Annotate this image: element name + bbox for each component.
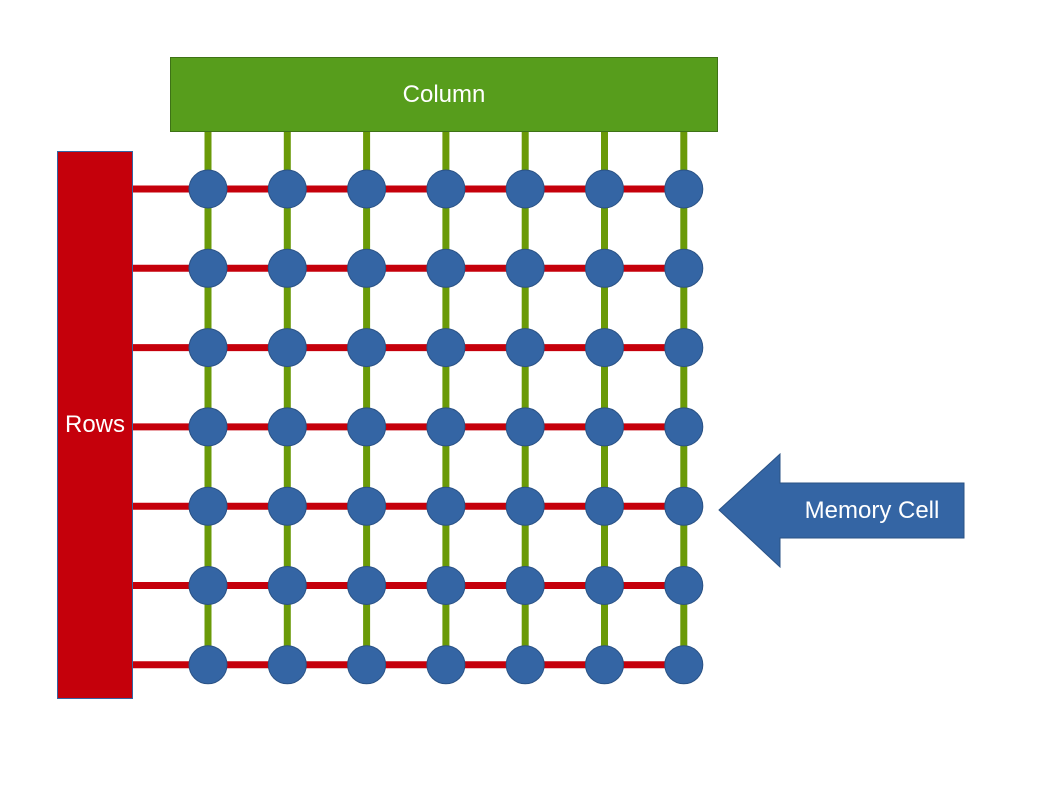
column-label: Column <box>402 80 486 108</box>
memory-cell <box>505 486 545 526</box>
memory-cell <box>347 407 387 447</box>
memory-cell <box>188 248 228 288</box>
memory-cell <box>585 566 624 605</box>
memory-cell <box>426 407 466 447</box>
memory-cell <box>426 248 466 288</box>
memory-cell <box>188 328 228 368</box>
memory-cell <box>347 486 387 526</box>
memory-cell <box>505 407 545 447</box>
memory-cell <box>664 328 704 368</box>
memory-cell <box>585 248 624 288</box>
memory-cell <box>426 486 466 526</box>
memory-cell <box>267 486 307 526</box>
memory-cell <box>188 566 228 605</box>
memory-cell <box>585 645 624 685</box>
memory-cell <box>664 248 704 288</box>
memory-cell <box>267 328 307 368</box>
memory-cell <box>505 248 545 288</box>
memory-cell <box>347 248 387 288</box>
memory-cell <box>585 486 624 526</box>
memory-cell <box>664 645 704 685</box>
column-lines <box>204 132 688 665</box>
memory-cell <box>426 328 466 368</box>
memory-cell <box>585 328 624 368</box>
memory-cell <box>505 566 545 605</box>
memory-cell <box>347 566 387 605</box>
memory-cell <box>188 169 228 209</box>
memory-cell <box>267 248 307 288</box>
memory-cell <box>188 407 228 447</box>
memory-cell <box>426 645 466 685</box>
memory-cell <box>505 645 545 685</box>
memory-cell <box>188 645 228 685</box>
memory-cell <box>664 169 704 209</box>
memory-cell <box>267 645 307 685</box>
memory-cell-arrow <box>718 452 965 569</box>
memory-cell <box>426 169 466 209</box>
memory-cell <box>664 566 704 605</box>
column-bar: Column <box>170 57 718 132</box>
memory-cell <box>267 407 307 447</box>
memory-cell <box>664 407 704 447</box>
memory-cell <box>347 328 387 368</box>
rows-bar: Rows <box>57 151 133 699</box>
memory-cell <box>188 486 228 526</box>
rows-label: Rows <box>64 411 125 438</box>
memory-cell <box>585 169 624 209</box>
memory-cell <box>267 169 307 209</box>
memory-cell <box>505 169 545 209</box>
memory-cell <box>585 407 624 447</box>
memory-cell <box>426 566 466 605</box>
memory-cell <box>664 486 704 526</box>
memory-cell <box>267 566 307 605</box>
memory-cell <box>505 328 545 368</box>
memory-cells <box>188 169 704 685</box>
memory-cell <box>347 169 387 209</box>
memory-cell <box>347 645 387 685</box>
